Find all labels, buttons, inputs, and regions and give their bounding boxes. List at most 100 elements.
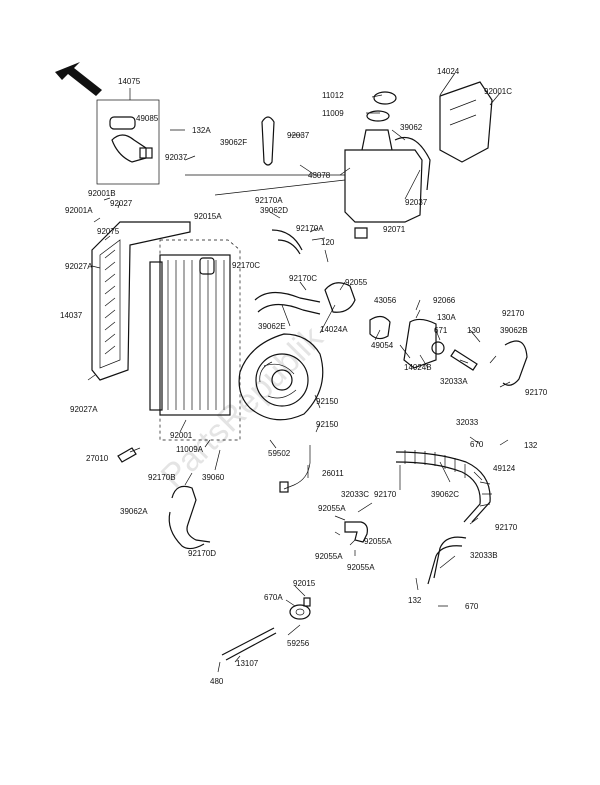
label-92055A-a: 92055A [318,504,346,513]
hose-39062D [271,229,303,255]
label-92170A-b: 92170A [296,224,324,233]
front-direction-arrow [55,62,102,96]
thermostat-housing [324,282,478,371]
thermostat-housing-inset [96,88,160,185]
label-132-a: 132 [524,441,538,450]
fan-wire [283,445,311,490]
label-671: 671 [434,326,448,335]
label-670A: 670A [264,593,283,602]
label-480: 480 [210,677,224,686]
label-92075: 92075 [97,227,120,236]
label-92170A-a: 92170A [255,196,283,205]
label-92170C-b: 92170C [289,274,317,283]
label-132A-top: 132A [192,126,211,135]
label-92037-b: 92037 [287,131,310,140]
label-39062F: 39062F [220,138,247,147]
label-670-b: 670 [465,602,479,611]
leader-lines [87,72,511,673]
label-92170-c: 92170 [374,490,397,499]
label-130A: 130A [437,313,456,322]
label-27010: 27010 [86,454,109,463]
label-39062A: 39062A [120,507,148,516]
label-49054: 49054 [371,341,394,350]
label-92055A-d: 92055A [347,563,375,572]
label-92027A-b: 92027A [70,405,98,414]
label-670-a: 670 [470,440,484,449]
corrugated-hose [395,450,492,523]
temperature-sensor [117,447,137,463]
label-92066: 92066 [433,296,456,305]
label-11012: 11012 [322,91,344,100]
cooling-fan [238,333,324,421]
label-92170C-a: 92170C [232,261,260,270]
label-39062D: 39062D [260,206,288,215]
label-14024B: 14024B [404,363,432,372]
pipe-32033C [344,521,368,543]
label-92001A: 92001A [65,206,93,215]
radiator-assembly-outline [159,239,241,441]
label-92001C: 92001C [484,87,512,96]
label-14024A: 14024A [320,325,348,334]
watermark-text: PartsRepublik [154,318,331,495]
hose-39062E-edge [257,303,321,315]
label-92170-b: 92170 [525,388,548,397]
label-92150-b: 92150 [316,420,339,429]
label-39062B: 39062B [500,326,528,335]
label-26011: 26011 [322,469,344,478]
label-92037-c: 92037 [405,198,428,207]
label-11009A: 11009A [176,445,204,454]
label-130: 130 [467,326,481,335]
label-92027-a: 92027 [110,199,133,208]
label-92001: 92001 [170,431,193,440]
label-92015: 92015 [293,579,316,588]
label-92170B: 92170B [148,473,176,482]
reservoir-tank [344,91,431,239]
label-32033C: 32033C [341,490,369,499]
radiator-core [149,254,231,416]
label-132-b: 132 [408,596,422,605]
hose-39062E [254,291,321,303]
label-43078: 43078 [308,171,331,180]
hose-39062B [502,340,528,386]
label-39062: 39062 [400,123,423,132]
label-92001B: 92001B [88,189,116,198]
label-39062E: 39062E [258,322,286,331]
label-13107: 13107 [236,659,259,668]
label-14075: 14075 [118,77,141,86]
label-14037: 14037 [60,311,83,320]
hose-39062F [261,116,275,166]
label-14024: 14024 [437,67,460,76]
hose-39062A [171,485,211,543]
label-92037-a: 92037 [165,153,188,162]
pipe-32033B [427,536,467,585]
fan-connector [279,481,289,493]
pump-shaft [221,597,311,661]
label-92150-a: 92150 [316,397,339,406]
bypass-tube [185,174,346,196]
radiator-cover [91,221,191,381]
label-92071: 92071 [383,225,406,234]
label-49124: 49124 [493,464,516,473]
label-92170-d: 92170 [495,523,518,532]
label-32033A: 32033A [440,377,468,386]
label-92015A: 92015A [194,212,222,221]
label-39062C: 39062C [431,490,459,499]
label-92170-a: 92170 [502,309,525,318]
label-39060: 39060 [202,473,225,482]
label-32033: 32033 [456,418,479,427]
label-11009: 11009 [322,109,344,118]
label-32033B: 32033B [470,551,498,560]
label-92027A-a: 92027A [65,262,93,271]
label-59502: 59502 [268,449,291,458]
hose-39062A-edge [168,511,205,550]
label-59256: 59256 [287,639,310,648]
part-number-labels: 14075 49085 132A 92037 92001B 92027 9200… [60,67,548,686]
tank-bracket [439,81,493,163]
label-49085: 49085 [136,114,159,123]
label-120: 120 [321,238,335,247]
label-43056: 43056 [374,296,397,305]
label-92055: 92055 [345,278,368,287]
label-92055A-b: 92055A [364,537,392,546]
